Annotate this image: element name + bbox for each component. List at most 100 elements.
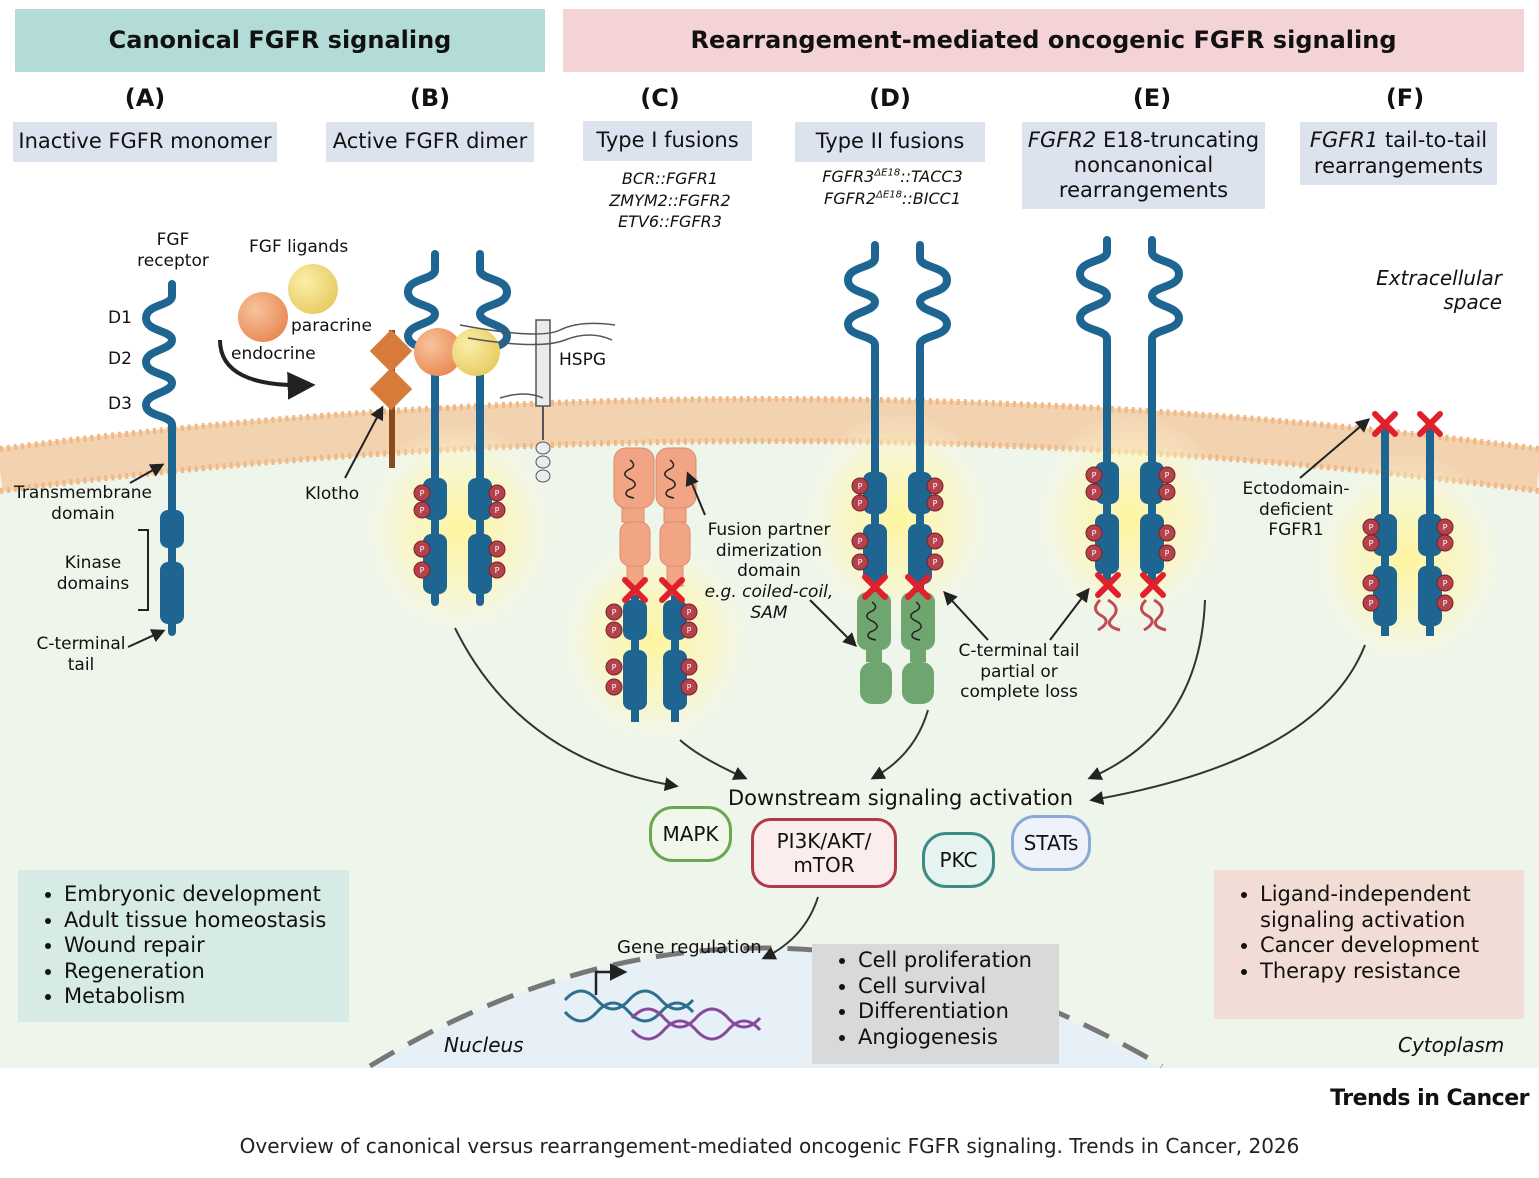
panel-f-gene: FGFR1 xyxy=(1309,128,1379,153)
fusion-partner-line: dimerization xyxy=(715,540,823,561)
phospho-group: P xyxy=(1158,544,1176,562)
ligand-arrow xyxy=(218,339,316,400)
klotho-pointer xyxy=(344,405,384,479)
canonical-header: Canonical FGFR signaling xyxy=(108,26,452,54)
fusion-partner-example: e.g. coiled-coil, xyxy=(704,582,834,603)
xmark-layer xyxy=(622,411,1443,603)
type2-example: FGFR2ΔE18::BICC1 xyxy=(795,188,990,210)
phospho-label: P xyxy=(420,489,425,498)
glow-f xyxy=(1308,450,1508,670)
panel-e-title-3: rearrangements xyxy=(1058,178,1229,203)
phospho-group: P xyxy=(680,621,698,639)
canonical-outcomes: Embryonic developmentAdult tissue homeos… xyxy=(18,870,349,1022)
canonical-header-bar xyxy=(15,9,545,72)
breakpoint-x-mark xyxy=(1140,572,1166,598)
phospho-label: P xyxy=(858,499,863,508)
breakpoint-x-mark xyxy=(905,574,931,600)
membrane-head-inner xyxy=(0,438,1539,494)
kinase-line: Kinase xyxy=(64,553,122,573)
panel-e-title: FGFR2 E18-truncating noncanonical rearra… xyxy=(1022,122,1265,209)
partner: ::BICC1 xyxy=(902,188,961,208)
phospho-group: P xyxy=(1362,574,1380,592)
pi3k-akt-mtor-pill: PI3K/AKT/ mTOR xyxy=(751,818,897,888)
gene: FGFR2 xyxy=(824,188,877,208)
panel-f-letter: (F) xyxy=(1385,84,1425,112)
fgf-ligand-yellow xyxy=(288,264,338,314)
panel-d-title: Type II fusions xyxy=(795,122,985,162)
phospho-group: P xyxy=(1085,466,1103,484)
canonical-outcome-item: Adult tissue homeostasis xyxy=(64,908,349,934)
bound-ligand-yellow xyxy=(452,328,500,376)
panel-b-title: Active FGFR dimer xyxy=(326,122,534,162)
paracrine-label: paracrine xyxy=(291,316,372,336)
type1-examples: BCR::FGFR1 ZMYM2::FGFR2 ETV6::FGFR3 xyxy=(580,168,760,233)
phospho-group: P xyxy=(1362,534,1380,552)
extracellular-line: space xyxy=(1443,290,1502,315)
glow-d xyxy=(798,410,998,630)
phospho-label: P xyxy=(1092,471,1097,480)
c-tail-loss-line: complete loss xyxy=(960,682,1078,703)
breakpoint-x-mark xyxy=(1372,411,1398,437)
breakpoint-x-mark xyxy=(1095,572,1121,598)
receptor-e xyxy=(1075,236,1184,584)
panel-e-title-2: noncanonical xyxy=(1073,152,1214,177)
phospho-group: P xyxy=(488,540,506,558)
tail-loss-pointer-d xyxy=(943,590,989,641)
kinase-blocks-d xyxy=(863,472,932,584)
endocrine-label: endocrine xyxy=(231,344,316,364)
panel-b-letter: (B) xyxy=(409,84,451,112)
phospho-label: P xyxy=(1165,488,1170,497)
phospho-label: P xyxy=(1369,523,1374,532)
c-terminal-line: tail xyxy=(67,654,95,675)
phospho-label: P xyxy=(1443,579,1448,588)
panel-d-letter: (D) xyxy=(869,84,911,112)
partner-d-pointer xyxy=(809,599,857,647)
coil-d xyxy=(866,601,922,641)
phospho-group: P xyxy=(1085,483,1103,501)
c-terminal-line: C-terminal xyxy=(36,634,126,654)
phospho-label: P xyxy=(858,558,863,567)
phospho-label: P xyxy=(1369,539,1374,548)
phospho-group: P xyxy=(1158,483,1176,501)
c-tail-loss-label: C-terminal tail partial or complete loss xyxy=(944,641,1094,703)
oncogenic-outcome-item: Therapy resistance xyxy=(1260,959,1524,985)
phospho-label: P xyxy=(933,558,938,567)
phospho-label: P xyxy=(495,489,500,498)
oncogenic-outcome-item: Cancer development xyxy=(1260,933,1524,959)
oncogenic-outcome-item: signaling activation xyxy=(1260,907,1466,932)
phospho-label: P xyxy=(420,566,425,575)
phospho-label: P xyxy=(1092,549,1097,558)
phospho-label: P xyxy=(933,499,938,508)
phospho-label: P xyxy=(1092,529,1097,538)
type2-partner-d xyxy=(857,592,935,704)
c-terminal-pointer xyxy=(127,629,166,648)
bound-ligand-orange xyxy=(414,328,462,376)
phospho-label: P xyxy=(1165,529,1170,538)
phospho-group: P xyxy=(488,501,506,519)
phospho-group: P xyxy=(851,532,869,550)
ectodomain-line: deficient xyxy=(1259,499,1333,520)
dna-helix xyxy=(563,963,762,1041)
journal-brand: Trends in Cancer xyxy=(1330,1086,1529,1111)
phospho-group: P xyxy=(926,532,944,550)
panel-e-gene: FGFR2 xyxy=(1027,127,1097,152)
phospho-group: P xyxy=(413,561,431,579)
cell-outcome-item: Differentiation xyxy=(858,999,1059,1025)
fgf-receptor-line: receptor xyxy=(137,250,209,271)
phospho-label: P xyxy=(687,663,692,672)
phospho-group: P xyxy=(1436,518,1454,536)
phospho-group: P xyxy=(605,678,623,696)
phospho-label: P xyxy=(933,537,938,546)
panel-f-title-2: rearrangements xyxy=(1313,153,1484,178)
klotho-label: Klotho xyxy=(305,484,360,504)
klotho xyxy=(369,329,413,468)
phospho-group: P xyxy=(413,540,431,558)
phospho-group: P xyxy=(605,658,623,676)
phospho-label: P xyxy=(495,566,500,575)
phospho-label: P xyxy=(1369,599,1374,608)
phospho-label: P xyxy=(1165,549,1170,558)
